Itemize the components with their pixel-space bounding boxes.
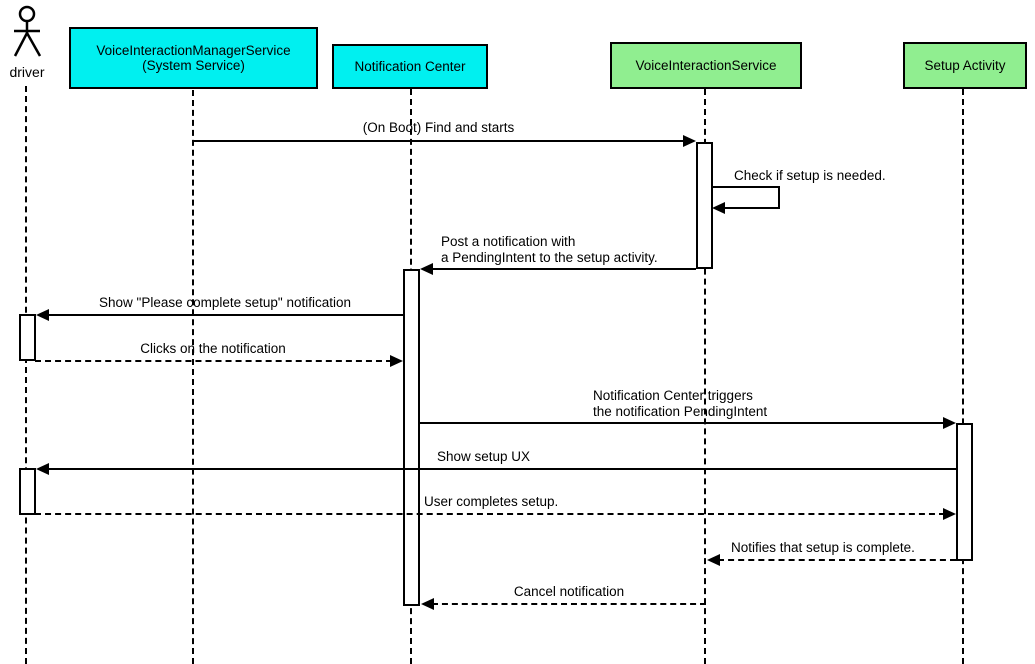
arrowhead-right-8	[943, 508, 956, 520]
message-line-10	[432, 603, 706, 605]
participant-voiceinteractionmanagerservice: VoiceInteractionManagerService (System S…	[69, 27, 318, 89]
message-line-7	[47, 468, 956, 470]
participant-label: Setup Activity	[924, 57, 1006, 73]
lifeline-voiceinteractionservice	[704, 89, 706, 664]
message-label-check-if-setup-needed: Check if setup is needed.	[734, 168, 886, 183]
message-line-1	[193, 140, 685, 142]
message-line-6	[420, 422, 945, 424]
message-line-5	[35, 360, 392, 362]
arrowhead-left-3	[420, 263, 433, 275]
arrowhead-right-1	[683, 135, 696, 147]
arrowhead-left-9	[707, 554, 720, 566]
self-message-vertical-line	[778, 186, 780, 209]
activation-voiceinteractionservice	[696, 142, 713, 269]
participant-voiceinteractionservice: VoiceInteractionService	[610, 42, 802, 89]
message-label-show-complete-setup-notification: Show "Please complete setup" notificatio…	[99, 295, 351, 310]
message-line-9	[718, 559, 956, 561]
arrowhead-left-10	[421, 598, 434, 610]
arrowhead-left-4	[36, 309, 49, 321]
participant-setup-activity: Setup Activity	[903, 42, 1027, 89]
arrowhead-right-6	[943, 417, 956, 429]
message-line-8	[35, 513, 945, 515]
actor-driver: driver	[0, 5, 54, 80]
message-label-user-completes-setup: User completes setup.	[424, 494, 559, 509]
message-label-cancel-notification: Cancel notification	[513, 584, 625, 599]
actor-label: driver	[9, 64, 45, 80]
activation-setup-activity	[956, 423, 973, 561]
participant-label: VoiceInteractionService	[635, 57, 777, 73]
self-message-out-line	[712, 186, 780, 188]
arrowhead-right-5	[390, 355, 403, 367]
self-message-return-line	[725, 207, 780, 209]
message-label-notifies-setup-complete: Notifies that setup is complete.	[731, 540, 915, 555]
message-label-on-boot-find-and-starts: (On Boot) Find and starts	[362, 120, 515, 135]
message-line-3	[431, 268, 696, 270]
arrowhead-left-7	[36, 463, 49, 475]
activation-driver-1	[19, 314, 36, 361]
participant-label: Notification Center	[354, 58, 466, 74]
arrowhead-left-2	[712, 202, 725, 214]
message-label-clicks-on-notification: Clicks on the notification	[140, 341, 286, 356]
participant-label: VoiceInteractionManagerService (System S…	[96, 42, 291, 74]
message-label-triggers-pendingintent: Notification Center triggers the notific…	[593, 388, 768, 419]
activation-driver-2	[19, 468, 36, 515]
lifeline-driver	[25, 86, 27, 664]
message-label-show-setup-ux: Show setup UX	[437, 449, 531, 464]
message-line-4	[47, 314, 403, 316]
activation-notification-center	[403, 269, 420, 606]
lifeline-voiceinteractionmanagerservice	[192, 90, 194, 664]
message-label-post-notification: Post a notification with a PendingIntent…	[441, 234, 658, 265]
person-icon	[13, 5, 42, 57]
lifeline-setup-activity	[962, 89, 964, 664]
participant-notification-center: Notification Center	[332, 44, 488, 89]
